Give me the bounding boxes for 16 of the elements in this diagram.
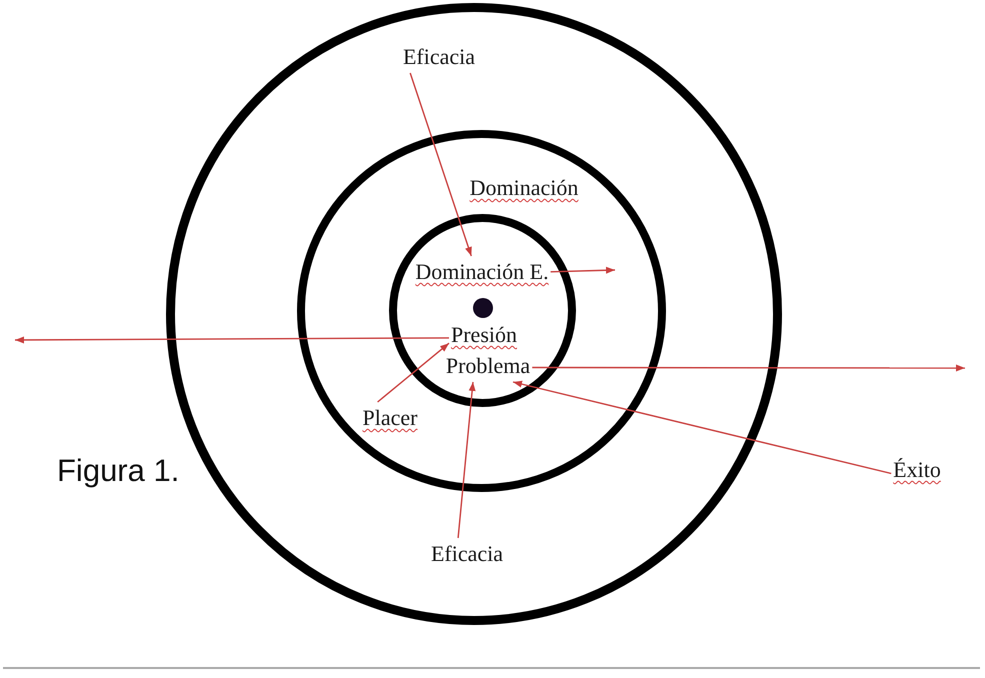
arrow (532, 364, 965, 372)
concept-label: Dominación E. (415, 258, 549, 286)
arrow (550, 266, 616, 274)
arrow (377, 342, 450, 403)
concept-label: Presión (451, 321, 517, 349)
arrow (512, 380, 892, 474)
concept-label: Placer (362, 404, 418, 432)
concept-label: Éxito (893, 456, 941, 484)
arrow (15, 336, 449, 344)
ring-label: Dominación (470, 174, 578, 202)
figure-caption: Figura 1. (57, 452, 180, 490)
arrow (457, 382, 476, 538)
concept-label: Eficacia (430, 540, 504, 568)
concept-label: Problema (446, 352, 530, 380)
concept-label: Eficacia (402, 43, 476, 71)
arrow (410, 72, 472, 256)
